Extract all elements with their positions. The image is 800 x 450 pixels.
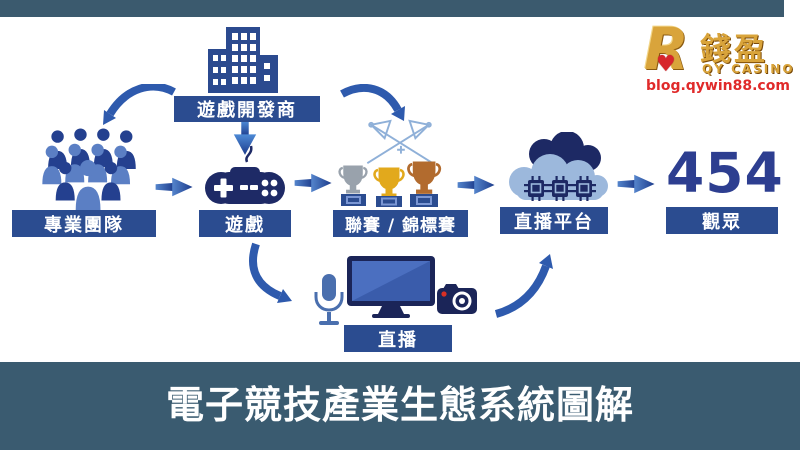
arrow-developer-to-game [233, 121, 257, 155]
label-team: 專業團隊 [12, 210, 156, 237]
camera-icon [437, 284, 477, 314]
label-developer: 遊戲開發商 [174, 96, 320, 122]
gamepad-icon [205, 145, 285, 204]
logo-brand-name: 錢盈 [700, 32, 768, 68]
label-game: 遊戲 [199, 210, 291, 237]
arrow-game-to-broadcast [249, 242, 292, 303]
monitor-icon [347, 256, 435, 318]
microphone-icon [314, 274, 344, 325]
qy-casino-logo: R ♥ 錢盈 QY CASINO blog.qywin88.com [642, 15, 795, 98]
top-bar [0, 0, 784, 17]
arrow-broadcast-to-platform [494, 254, 553, 318]
footer-bar: 電子競技產業生態系統圖解 [0, 362, 800, 450]
logo-monogram: R [644, 15, 689, 83]
crossed-flags-icon [366, 119, 434, 165]
heart-icon: ♥ [656, 52, 676, 77]
trophies-icon [338, 160, 442, 207]
label-league: 聯賽 / 錦標賽 [333, 210, 468, 237]
logo-site-url: blog.qywin88.com [646, 78, 790, 94]
office-building-icon [208, 27, 278, 93]
page-title: 電子競技產業生態系統圖解 [165, 382, 634, 427]
arrow-platform-to-audience [617, 174, 655, 194]
cloud-computing-icon [509, 132, 608, 202]
arrow-game-to-league [294, 173, 332, 193]
arrow-league-to-platform [457, 175, 495, 195]
audience-count: 454 [666, 141, 784, 205]
arrow-team-to-game [155, 177, 193, 197]
arrow-developer-to-team [103, 84, 176, 125]
label-broadcast: 直播 [344, 325, 452, 352]
label-platform: 直播平台 [500, 207, 608, 234]
logo-casino-text: QY CASINO [702, 62, 795, 76]
label-audience: 觀眾 [666, 207, 778, 234]
arrow-developer-to-league [340, 84, 405, 121]
